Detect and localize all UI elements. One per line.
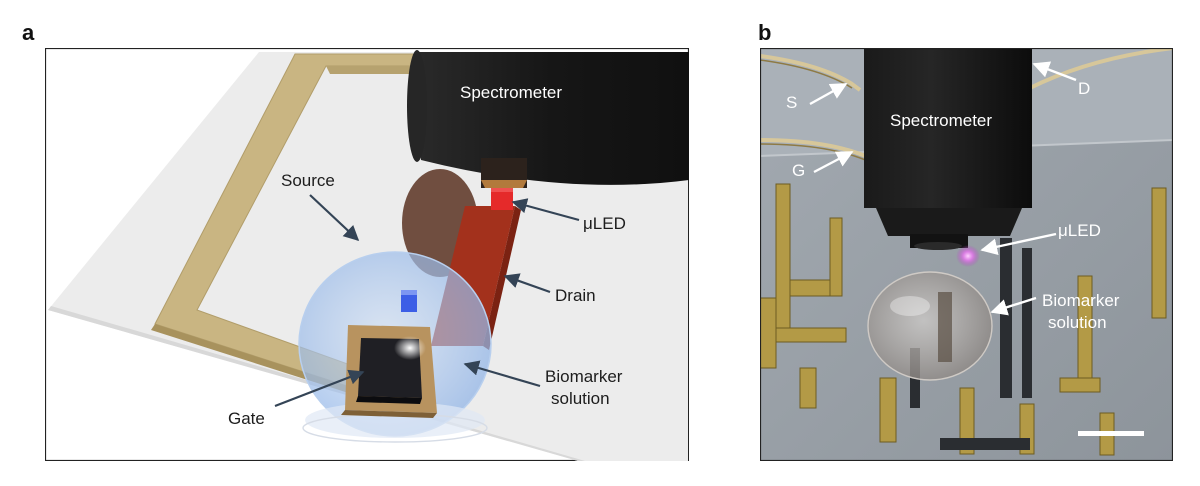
spectrometer-b [864, 48, 1032, 208]
panel-b-letter: b [758, 20, 772, 45]
drain-arrow [503, 273, 551, 294]
uled-arrow-a [511, 198, 580, 222]
probe-d [1029, 48, 1173, 90]
biomarker-label-a-2: solution [551, 389, 610, 408]
g-label: G [792, 161, 805, 180]
spectrometer-a [415, 52, 689, 185]
uled-label-b: μLED [1058, 221, 1101, 240]
panel-a-letter: a [22, 20, 35, 45]
d-arrow [1032, 61, 1077, 82]
g-arrow [813, 150, 854, 174]
panel-b-photo: S D G Spectrometer μLED Biomarker soluti… [760, 48, 1173, 461]
scale-bar [1078, 431, 1144, 436]
gate-label: Gate [228, 409, 265, 428]
biomarker-droplet-b [867, 271, 993, 381]
channel [401, 290, 417, 312]
source-arrow [309, 194, 360, 242]
d-label: D [1078, 79, 1090, 98]
spectrometer-label-a: Spectrometer [460, 83, 562, 102]
uled-arrow-b [980, 232, 1057, 256]
biomarker-label-b-1: Biomarker [1042, 291, 1120, 310]
drain-label: Drain [555, 286, 596, 305]
gold-pads [760, 183, 1167, 456]
biomarker-arrow-a [463, 360, 541, 388]
biomarker-arrow-b [990, 296, 1037, 316]
panel-a-diagram: Spectrometer Source μLED Drain Biomarker… [45, 48, 689, 461]
gate-arrow [274, 369, 365, 408]
uled-a [491, 188, 513, 210]
biomarker-label-a-1: Biomarker [545, 367, 623, 386]
uled-label-a: μLED [583, 214, 626, 233]
s-arrow [809, 82, 848, 106]
spectrometer-label-b: Spectrometer [890, 111, 992, 130]
source-label: Source [281, 171, 335, 190]
s-label: S [786, 93, 797, 112]
biomarker-label-b-2: solution [1048, 313, 1107, 332]
probe-s [760, 54, 862, 92]
uled-glow-b [956, 245, 980, 267]
